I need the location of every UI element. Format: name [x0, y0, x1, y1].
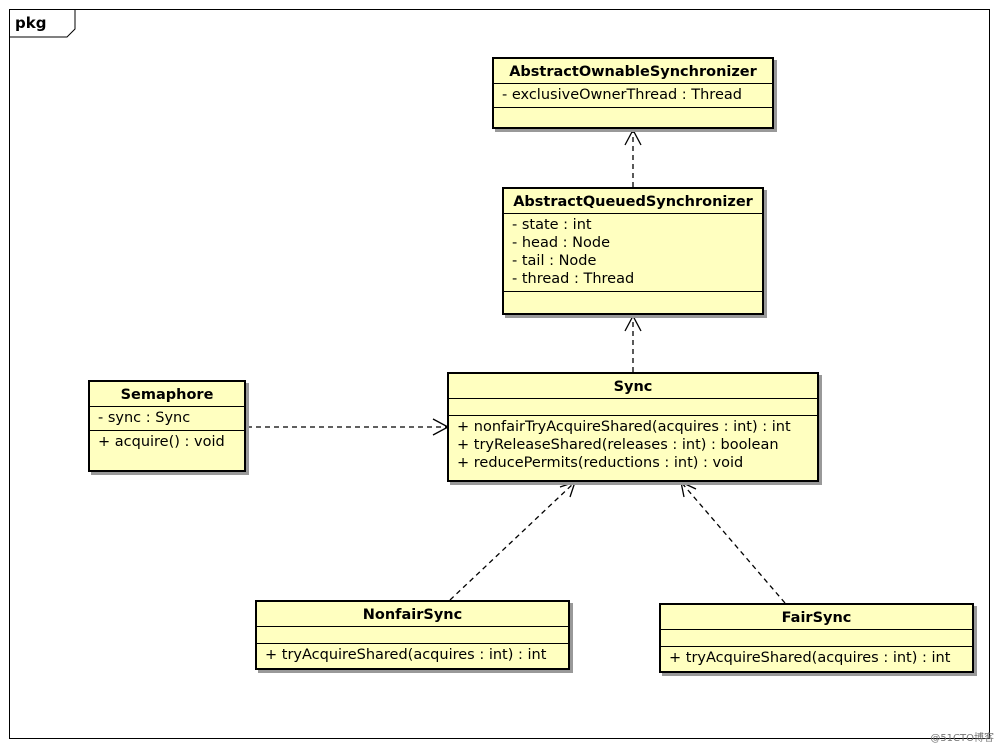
attribute: - state : int — [512, 217, 592, 233]
class-name: NonfairSync — [362, 607, 463, 623]
operations-section: + tryAcquireShared(acquires : int) : int — [257, 643, 568, 667]
watermark: @51CTO博客 — [930, 733, 994, 744]
class-fair-sync[interactable]: FairSync + tryAcquireShared(acquires : i… — [659, 603, 974, 673]
attribute: - thread : Thread — [512, 271, 635, 287]
operations-section — [504, 291, 762, 308]
arrow-sync-to-aqs — [624, 314, 642, 372]
class-name: AbstractOwnableSynchronizer — [509, 64, 757, 80]
class-abstract-ownable-synchronizer[interactable]: AbstractOwnableSynchronizer - exclusiveO… — [492, 57, 774, 129]
attributes-section: - sync : Sync — [90, 406, 244, 430]
attributes-section — [449, 398, 817, 415]
class-semaphore[interactable]: Semaphore - sync : Sync + acquire() : vo… — [88, 380, 246, 472]
operations-section: + tryAcquireShared(acquires : int) : int — [661, 646, 972, 670]
class-sync[interactable]: Sync + nonfairTryAcquireShared(acquires … — [447, 372, 819, 482]
attributes-section: - exclusiveOwnerThread : Thread — [494, 83, 772, 107]
operation: + tryAcquireShared(acquires : int) : int — [669, 650, 951, 666]
operation: + reducePermits(reductions : int) : void — [457, 455, 744, 471]
class-name: Semaphore — [120, 387, 214, 403]
operations-section: + nonfairTryAcquireShared(acquires : int… — [449, 415, 817, 475]
package-label: pkg — [15, 14, 47, 32]
operations-section: + acquire() : void — [90, 430, 244, 454]
attributes-section — [661, 629, 972, 646]
operations-section — [494, 107, 772, 124]
operation: + tryReleaseShared(releases : int) : boo… — [457, 437, 779, 453]
attribute: - head : Node — [512, 235, 610, 251]
attributes-section: - state : int - head : Node - tail : Nod… — [504, 213, 762, 291]
operation: + tryAcquireShared(acquires : int) : int — [265, 647, 547, 663]
class-name: FairSync — [781, 610, 852, 626]
attribute: - sync : Sync — [98, 410, 191, 426]
attribute: - tail : Node — [512, 253, 597, 269]
arrow-aqs-to-aos — [624, 128, 642, 187]
class-abstract-queued-synchronizer[interactable]: AbstractQueuedSynchronizer - state : int… — [502, 187, 764, 315]
attributes-section — [257, 626, 568, 643]
class-name: Sync — [613, 379, 653, 395]
arrow-fair-to-sync — [680, 480, 786, 604]
class-name: AbstractQueuedSynchronizer — [513, 194, 753, 210]
package-frame — [9, 9, 990, 739]
package-tab — [9, 9, 76, 38]
arrow-nonfair-to-sync — [449, 480, 577, 601]
class-nonfair-sync[interactable]: NonfairSync + tryAcquireShared(acquires … — [255, 600, 570, 670]
operation: + nonfairTryAcquireShared(acquires : int… — [457, 419, 791, 435]
attribute: - exclusiveOwnerThread : Thread — [502, 87, 742, 103]
arrow-semaphore-to-sync — [247, 418, 450, 436]
operation: + acquire() : void — [98, 434, 225, 450]
